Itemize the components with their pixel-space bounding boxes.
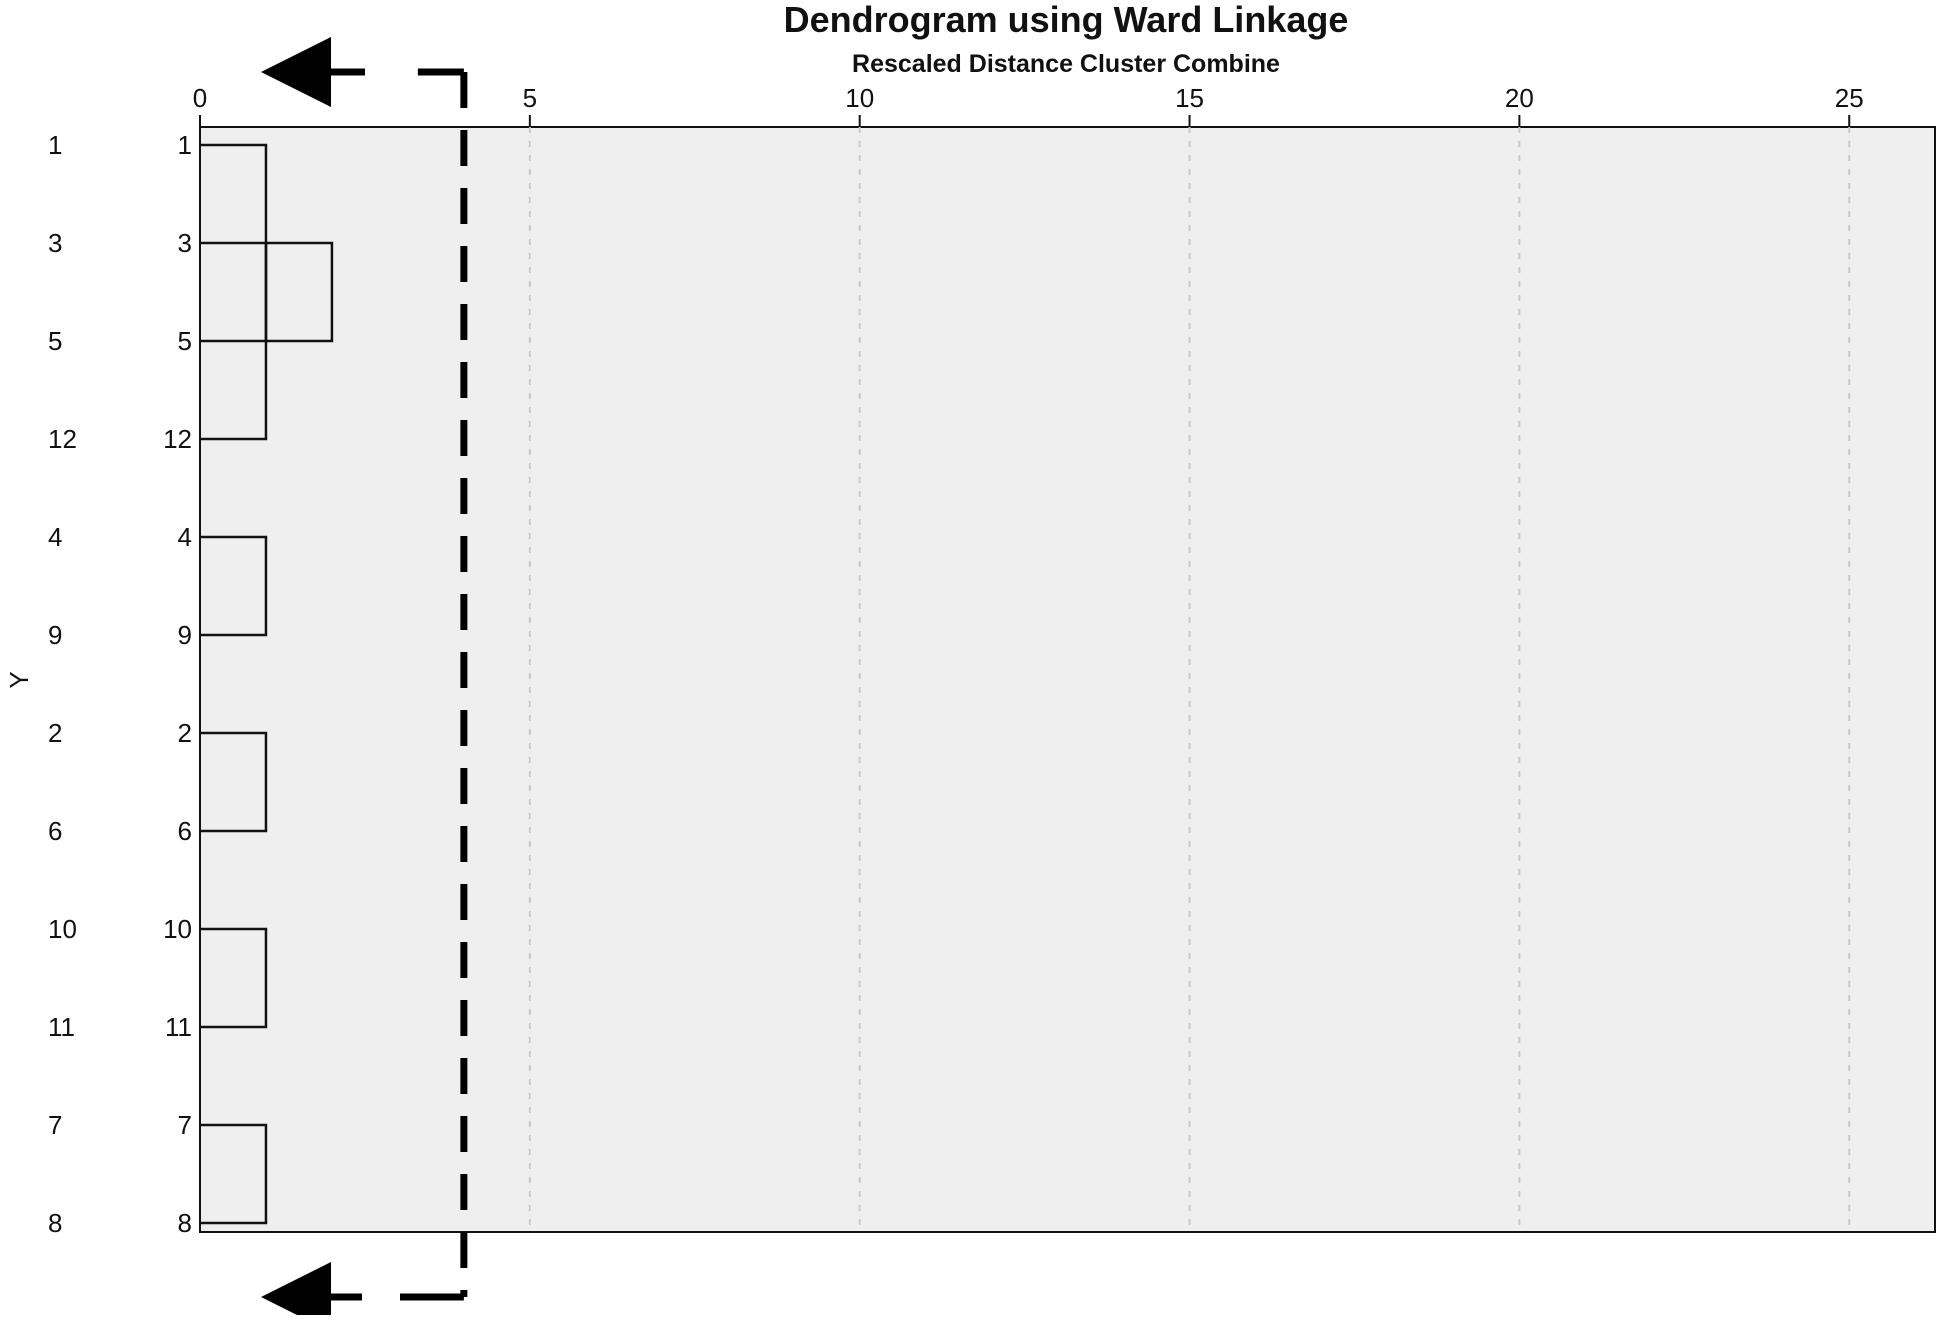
x-tick-label-25: 25 <box>1835 83 1864 113</box>
plot-area <box>199 126 1936 1233</box>
merge-link-5 <box>200 927 268 1029</box>
merge-link-7 <box>265 241 334 343</box>
leaf-label-9: 9 <box>178 620 192 650</box>
dendrogram-links <box>200 143 334 1225</box>
outer-row-label-2: 2 <box>48 718 62 748</box>
cutoff-marker <box>261 37 468 1320</box>
leaf-label-2: 2 <box>178 718 192 748</box>
chart-subtitle: Rescaled Distance Cluster Combine <box>852 50 1280 78</box>
leaf-label-3: 3 <box>178 228 192 258</box>
leaf-label-10: 10 <box>163 914 192 944</box>
outer-row-label-10: 10 <box>48 914 77 944</box>
merge-link-3 <box>200 535 268 637</box>
leaf-label-6: 6 <box>178 816 192 846</box>
x-tick-label-0: 0 <box>193 83 207 113</box>
leaf-label-8: 8 <box>178 1208 192 1238</box>
merge-link-4 <box>200 731 268 833</box>
outer-row-label-1: 1 <box>48 130 62 160</box>
y-axis-label: Y <box>4 671 34 688</box>
outer-row-label-12: 12 <box>48 424 77 454</box>
x-tick-label-15: 15 <box>1175 83 1204 113</box>
x-tick-label-20: 20 <box>1505 83 1534 113</box>
leaf-label-12: 12 <box>163 424 192 454</box>
x-tick-label-5: 5 <box>523 83 537 113</box>
leaf-label-4: 4 <box>178 522 192 552</box>
outer-row-label-6: 6 <box>48 816 62 846</box>
merge-link-6 <box>200 1123 268 1225</box>
outer-row-label-4: 4 <box>48 522 62 552</box>
leaf-label-11: 11 <box>165 1012 192 1042</box>
outer-row-label-8: 8 <box>48 1208 62 1238</box>
x-tick-label-10: 10 <box>845 83 874 113</box>
outer-row-label-9: 9 <box>48 620 62 650</box>
leaf-label-7: 7 <box>178 1110 192 1140</box>
outer-row-label-11: 11 <box>48 1012 75 1042</box>
grid-layer <box>199 115 1851 1232</box>
outer-row-label-7: 7 <box>48 1110 62 1140</box>
chart-title: Dendrogram using Ward Linkage <box>784 0 1349 40</box>
outer-row-label-5: 5 <box>48 326 62 356</box>
leaf-label-5: 5 <box>178 326 192 356</box>
leaf-label-1: 1 <box>178 130 192 160</box>
labels-layer: 0 5 10 15 20 25 1 3 5 12 4 9 2 6 10 11 7 8 1 3 5 12 4 9 2 6 10 11 7 8 <box>48 83 1864 1238</box>
outer-row-label-3: 3 <box>48 228 62 258</box>
